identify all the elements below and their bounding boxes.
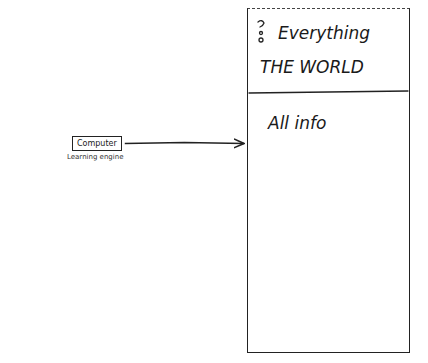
question-mark (258, 21, 264, 27)
node-text: All info (268, 113, 326, 133)
divider-line (249, 91, 408, 93)
arrow-connector (125, 143, 244, 144)
world-panel: EverythingTHE WORLD All info (247, 8, 410, 353)
node-text: Learning engine (67, 153, 124, 161)
dot (259, 38, 263, 42)
dot (260, 32, 263, 35)
node-heading: Everything (278, 23, 370, 43)
node-heading: Computer (77, 139, 117, 148)
node-text: THE WORLD (260, 57, 364, 77)
engine-box: ComputerLearning engine (72, 136, 122, 151)
